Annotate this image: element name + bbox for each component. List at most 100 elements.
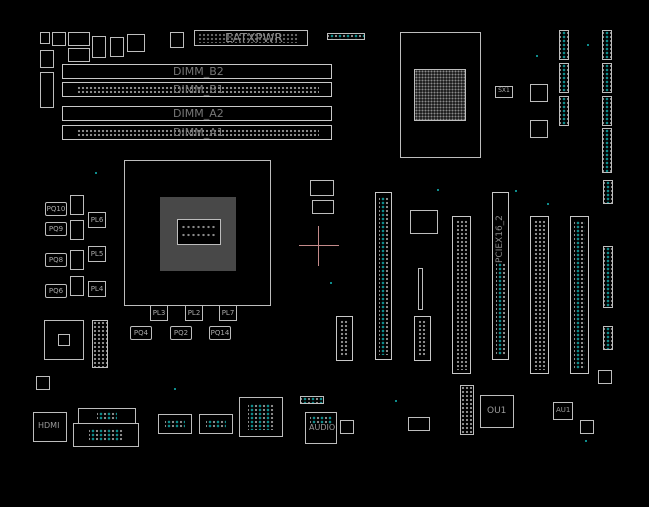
component[interactable] — [44, 320, 84, 360]
via-dot — [395, 400, 397, 402]
capacitor[interactable] — [68, 32, 90, 46]
mosfet-pq9[interactable]: PQ9 — [45, 222, 67, 236]
dimm-b2-slot[interactable]: DIMM_B2 — [62, 64, 332, 79]
capacitor[interactable] — [92, 36, 106, 58]
component[interactable] — [530, 84, 548, 102]
header[interactable] — [559, 63, 569, 93]
mosfet-pq2[interactable]: PQ2 — [170, 326, 192, 340]
component[interactable] — [127, 34, 145, 52]
pcie-slot-label: PCIEX16_2 — [495, 215, 505, 263]
via-dot — [536, 55, 538, 57]
component[interactable] — [340, 420, 354, 434]
inductor-pl4[interactable]: PL4 — [88, 281, 106, 297]
chip-au1[interactable]: AU1 — [553, 402, 573, 420]
component[interactable] — [408, 417, 430, 431]
cursor-crosshair-vertical — [318, 226, 319, 266]
component[interactable] — [530, 120, 548, 138]
dimm-a2-label: DIMM_A2 — [173, 107, 224, 120]
hdmi-label: HDMI — [38, 421, 60, 430]
dimm-a2-slot[interactable]: DIMM_A2 — [62, 106, 332, 121]
header[interactable] — [559, 30, 569, 60]
component[interactable] — [410, 210, 438, 234]
chip-ou1[interactable]: OU1 — [480, 395, 514, 428]
component[interactable] — [310, 180, 334, 196]
usb-connector[interactable] — [73, 423, 139, 447]
header[interactable] — [327, 33, 365, 40]
component[interactable] — [58, 334, 70, 346]
hdmi-connector[interactable]: HDMI — [33, 412, 67, 442]
dimm-b1-slot[interactable]: DIMM_B1 — [62, 82, 332, 97]
ou1-label: OU1 — [487, 406, 507, 416]
chip-sx1[interactable]: SX1 — [495, 86, 513, 98]
via-dot — [174, 388, 176, 390]
component[interactable] — [40, 72, 54, 108]
via-dot — [585, 440, 587, 442]
via-dot — [330, 282, 332, 284]
header[interactable] — [603, 246, 613, 308]
component[interactable] — [312, 200, 334, 214]
dimm-b2-label: DIMM_B2 — [173, 65, 224, 78]
mosfet-pq10[interactable]: PQ10 — [45, 202, 67, 216]
pcie-slot-3[interactable] — [530, 216, 549, 374]
pcie-x16-slot-1[interactable] — [375, 192, 392, 360]
component[interactable] — [52, 32, 66, 46]
component[interactable] — [170, 32, 184, 48]
component[interactable] — [414, 69, 466, 121]
component[interactable] — [418, 268, 423, 310]
pcie-slot-2[interactable] — [452, 216, 471, 374]
audio-connector[interactable]: AUDIO — [305, 412, 337, 444]
component[interactable] — [70, 195, 84, 215]
component[interactable] — [70, 250, 84, 270]
component[interactable] — [36, 376, 50, 390]
pcie-x16-slot-2[interactable]: PCIEX16_2 — [492, 192, 509, 360]
component[interactable] — [598, 370, 612, 384]
inductor-pl5[interactable]: PL5 — [88, 246, 106, 262]
header[interactable] — [602, 30, 612, 60]
pcie-x1-slot[interactable] — [414, 316, 431, 361]
usb-connector[interactable] — [158, 414, 192, 434]
component[interactable] — [70, 220, 84, 240]
header[interactable] — [559, 96, 569, 126]
lan-usb-connector[interactable] — [239, 397, 283, 437]
chipset-area[interactable] — [400, 32, 481, 158]
header[interactable] — [603, 326, 613, 350]
usb-connector[interactable] — [78, 408, 136, 424]
eatxpwr-label: EATXPWR — [225, 31, 283, 45]
mosfet-pq8[interactable]: PQ8 — [45, 253, 67, 267]
header[interactable] — [602, 96, 612, 126]
eatxpwr-connector[interactable]: EATXPWR — [194, 30, 308, 46]
mosfet-pq6[interactable]: PQ6 — [45, 284, 67, 298]
component[interactable] — [580, 420, 594, 434]
via-dot — [587, 44, 589, 46]
inductor-pl2[interactable]: PL2 — [185, 305, 203, 321]
inductor-pl3[interactable]: PL3 — [150, 305, 168, 321]
header[interactable] — [602, 128, 612, 173]
dimm-a1-label: DIMM_A1 — [173, 126, 224, 139]
via-dot — [95, 172, 97, 174]
header[interactable] — [602, 63, 612, 93]
inductor-pl7[interactable]: PL7 — [219, 305, 237, 321]
capacitor[interactable] — [68, 48, 90, 62]
dimm-b1-label: DIMM_B1 — [173, 83, 224, 96]
component[interactable] — [70, 276, 84, 296]
via-dot — [437, 189, 439, 191]
mosfet-pq14[interactable]: PQ14 — [209, 326, 231, 340]
cpu-center-caps — [177, 219, 221, 245]
cpu-socket[interactable] — [124, 160, 271, 306]
component[interactable] — [40, 50, 54, 68]
usb-connector[interactable] — [199, 414, 233, 434]
mosfet-pq4[interactable]: PQ4 — [130, 326, 152, 340]
via-dot — [547, 203, 549, 205]
component[interactable] — [460, 385, 474, 435]
pcie-slot-4[interactable] — [570, 216, 589, 374]
capacitor[interactable] — [110, 37, 124, 57]
header[interactable] — [300, 396, 324, 404]
header[interactable] — [92, 320, 108, 368]
dimm-a1-slot[interactable]: DIMM_A1 — [62, 125, 332, 140]
cursor-crosshair-horizontal — [299, 245, 339, 246]
inductor-pl6[interactable]: PL6 — [88, 212, 106, 228]
header[interactable] — [603, 180, 613, 204]
component[interactable] — [40, 32, 50, 44]
pcie-x1-slot-2[interactable] — [336, 316, 353, 361]
